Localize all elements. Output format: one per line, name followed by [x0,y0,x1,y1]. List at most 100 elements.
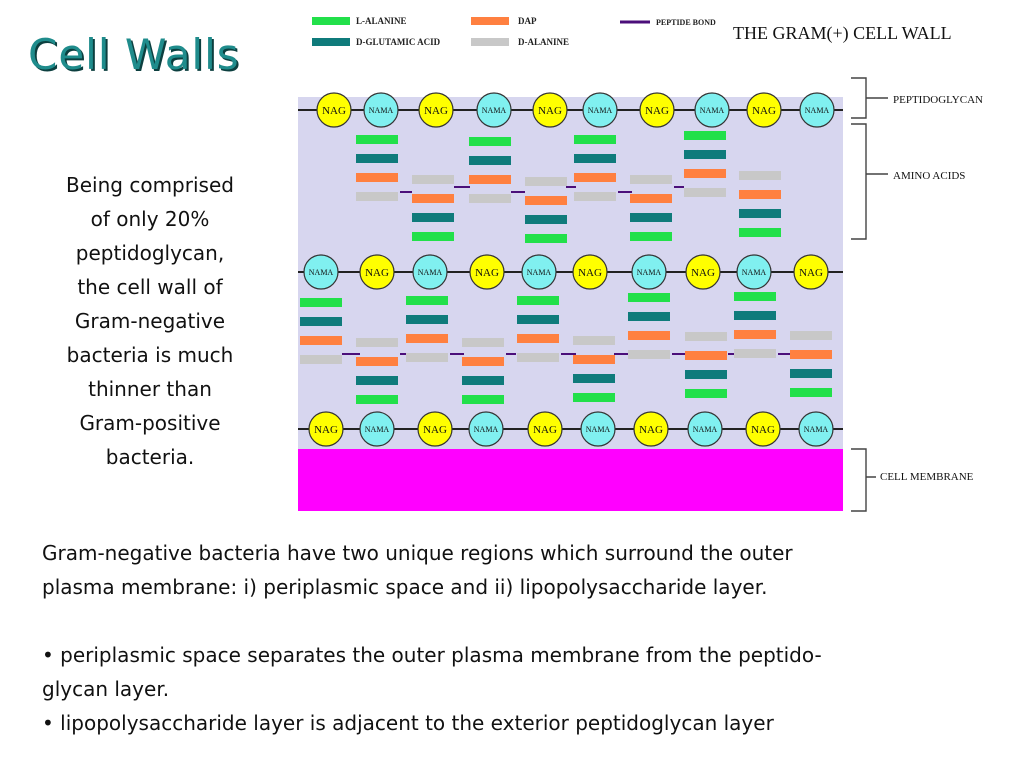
nag-label: NAG [645,105,669,117]
nag-sugar [746,92,782,128]
label-cell-membrane: CELL MEMBRANE [880,471,974,483]
amino-acid-block [406,353,448,362]
nama-sugar [476,92,512,128]
amino-acid-block [574,135,616,144]
nag-sugar [417,411,453,447]
nama-label: NAMA [637,268,662,277]
nama-sugar [799,92,835,128]
amino-acid-block [628,312,670,321]
amino-acid-block [469,156,511,165]
nama-sugar [687,411,723,447]
legend-label-l-alanine: L-ALANINE [356,16,407,26]
side-text: Being comprised of only 20% peptidoglyca… [42,168,258,474]
nag-label: NAG [639,424,663,436]
nag-sugar [418,92,454,128]
amino-acid-block [739,190,781,199]
amino-acid-block [739,209,781,218]
amino-acid-block [300,355,342,364]
amino-acid-block [685,370,727,379]
nama-sugar [468,411,504,447]
amino-acid-block [356,338,398,347]
nag-label: NAG [538,105,562,117]
amino-acid-block [462,395,504,404]
amino-acid-block [739,171,781,180]
amino-acid-block [684,188,726,197]
amino-acid-block [790,350,832,359]
legend-label-d-glutamic-acid: D-GLUTAMIC ACID [356,37,441,47]
legend-swatch-dap [471,17,509,25]
peptidoglycan-wall: NAG NAMA NAG NAMA NAG NAMA NAG NAMA NAG NAMA NAMA N… [298,92,843,447]
nama-label: NAMA [588,106,613,115]
amino-acid-block [412,194,454,203]
amino-acid-block [685,389,727,398]
amino-acid-block [684,131,726,140]
nag-label: NAG [322,105,346,117]
amino-acid-block [790,331,832,340]
diagram-title: THE GRAM(+) CELL WALL [733,23,952,44]
amino-acid-block [734,311,776,320]
bracket-peptidoglycan [851,77,888,119]
nag-sugar [793,254,829,290]
bullet-lipopolysaccharide: • lipopolysaccharide layer is adjacent t… [42,711,774,735]
nama-label: NAMA [369,106,394,115]
nama-label: NAMA [586,425,611,434]
body-text: Gram-negative bacteria have two unique r… [42,536,992,740]
nama-sugar [580,411,616,447]
amino-acid-block [300,298,342,307]
side-text-line: Gram-negative [74,309,226,333]
nama-sugar [359,411,395,447]
amino-acid-block [628,350,670,359]
amino-acid-block [574,192,616,201]
amino-acid-block [573,336,615,345]
nag-label: NAG [752,105,776,117]
nag-sugar [639,92,675,128]
amino-acid-block [574,154,616,163]
nama-label: NAMA [527,268,552,277]
amino-acid-block [630,194,672,203]
nama-label: NAMA [309,268,334,277]
nag-label: NAG [578,267,602,279]
amino-acid-block [525,215,567,224]
legend-label-peptide-bond: PEPTIDE BOND [656,18,716,27]
bracket-cell-membrane [851,448,876,512]
legend-swatch-l-alanine [312,17,350,25]
nag-label: NAG [533,424,557,436]
amino-acid-block [300,317,342,326]
nag-sugar [633,411,669,447]
legend-label-dap: DAP [518,16,537,26]
amino-acid-block [790,369,832,378]
amino-acid-block [790,388,832,397]
amino-acid-block [356,376,398,385]
nama-sugar [412,254,448,290]
legend: L-ALANINE D-GLUTAMIC ACID DAP D-ALANINE … [312,16,716,47]
nama-sugar [736,254,772,290]
amino-acid-block [356,154,398,163]
amino-acid-block [462,338,504,347]
right-labels: PEPTIDOGLYCAN AMINO ACIDS CELL MEMBRANE [851,77,983,512]
side-text-line: the cell wall of [77,275,223,299]
nama-label: NAMA [805,106,830,115]
nama-sugar [521,254,557,290]
cell-membrane [298,449,843,511]
legend-swatch-d-glutamic-acid [312,38,350,46]
amino-acid-block [628,331,670,340]
amino-acid-block [356,173,398,182]
amino-acid-block [630,213,672,222]
amino-acid-block [517,315,559,324]
amino-acid-block [525,234,567,243]
amino-acid-block [685,332,727,341]
side-text-line: thinner than [88,377,212,401]
nag-label: NAG [475,267,499,279]
nama-sugar [363,92,399,128]
nama-sugar [303,254,339,290]
side-text-line: bacteria. [105,445,195,469]
amino-acid-block [469,175,511,184]
amino-acid-block [517,353,559,362]
amino-acid-block [573,393,615,402]
side-text-line: bacteria is much [66,343,234,367]
amino-acid-block [356,395,398,404]
amino-acid-block [684,150,726,159]
nag-label: NAG [424,105,448,117]
amino-acid-block [573,355,615,364]
nag-sugar [532,92,568,128]
